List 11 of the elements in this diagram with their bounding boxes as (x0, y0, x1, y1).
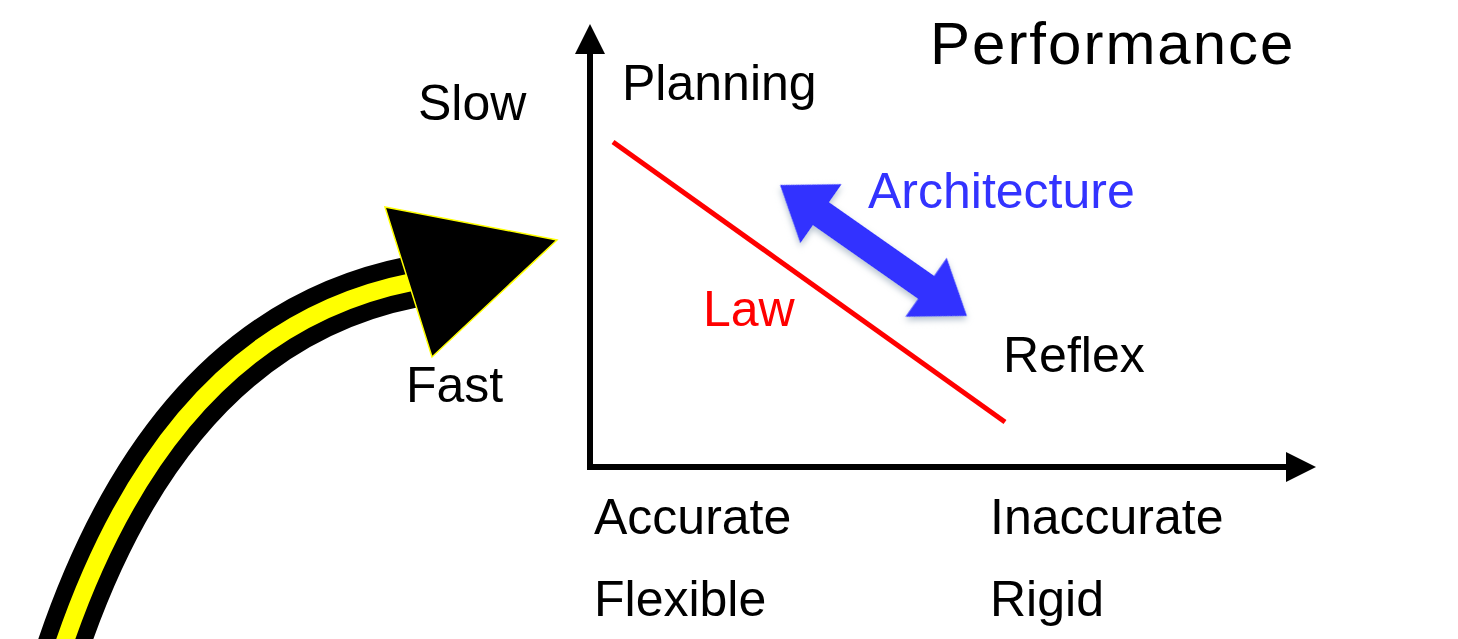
axis-label: Accurate (594, 492, 792, 542)
axis-label: Inaccurate (990, 492, 1224, 542)
axis-label: Reflex (1003, 330, 1145, 380)
axis-label: Slow (418, 78, 527, 128)
line-label: Law (703, 284, 795, 334)
axis-label: Fast (406, 360, 504, 410)
axis-label: Planning (622, 58, 817, 108)
title: Performance (930, 14, 1296, 74)
axis-label: Flexible (594, 574, 767, 624)
arrow-label: Architecture (868, 166, 1135, 216)
axis-label: Rigid (990, 574, 1104, 624)
